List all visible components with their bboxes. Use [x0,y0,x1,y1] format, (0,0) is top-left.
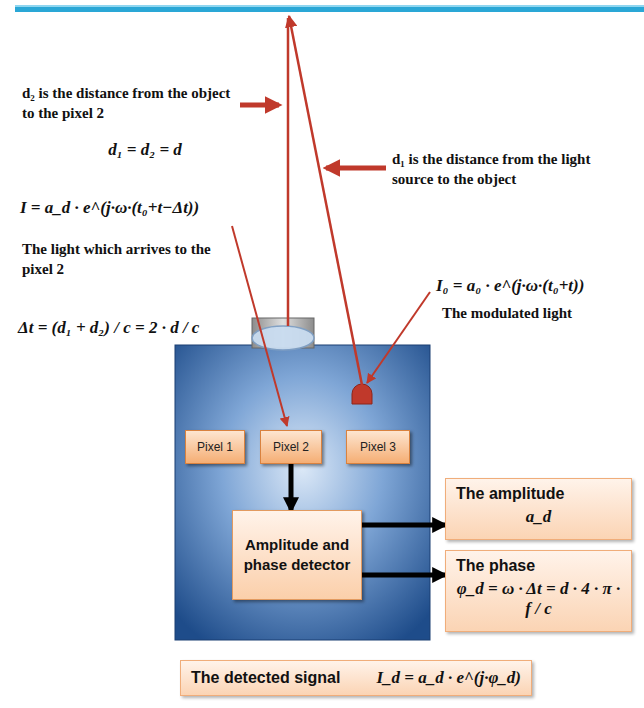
description-text: The modulated light [442,304,632,324]
pixel-box: Pixel 2 [260,430,322,464]
node-text: The phase [456,557,621,575]
description-text: d₁ is the distance from the light source… [392,150,612,189]
description-text: The light which arrives to the pixel 2 [22,240,227,279]
node-text: The detected signal [191,669,340,687]
detector-box: Amplitude and phase detector [232,510,362,600]
reflected-beam [287,18,290,326]
node-text: I_d = a_d · e^(j·φ_d) [376,668,521,688]
arrow-connector [362,523,445,528]
object-surface-highlight [15,5,644,7]
pixel-box: Pixel 1 [185,430,245,464]
object-surface [15,5,644,12]
signal-box: The detected signal I_d = a_d · e^(j·φ_d) [180,660,532,696]
leader-arrow [240,103,279,108]
node-text: The amplitude [456,485,621,503]
leader-arrow [326,166,386,171]
pixel-box: Pixel 3 [346,430,410,464]
emitted-beam [289,16,362,385]
node-text: Pixel 2 [273,440,309,454]
node-text: φ_d = ω · Δt = d · 4 · π · f / c [456,579,621,619]
node-text: Pixel 1 [197,440,233,454]
light-source [352,384,372,404]
leader-arrow [367,292,430,383]
arrow-connector [289,464,294,510]
node-text: Amplitude and phase detector [241,535,353,576]
description-text: d₂ is the distance from the object to th… [22,84,234,123]
node-text: Pixel 3 [360,440,396,454]
leader-arrow [232,226,287,426]
output-box: The amplitude a_d [445,478,632,540]
arrow-connector [362,573,445,578]
formula-text: I = a_d · e^(j·ω·(t₀+t−Δt)) [20,198,270,218]
formula-text: Δt = (d₁ + d₂) / c = 2 · d / c [18,318,246,338]
formula-text: I₀ = a₀ · e^(j·ω·(t₀+t)) [436,276,636,296]
formula-text: d₁ = d₂ = d [70,140,220,160]
camera-body [175,345,430,640]
node-text: a_d [456,507,621,527]
output-box: The phase φ_d = ω · Δt = d · 4 · π · f / … [445,550,632,632]
